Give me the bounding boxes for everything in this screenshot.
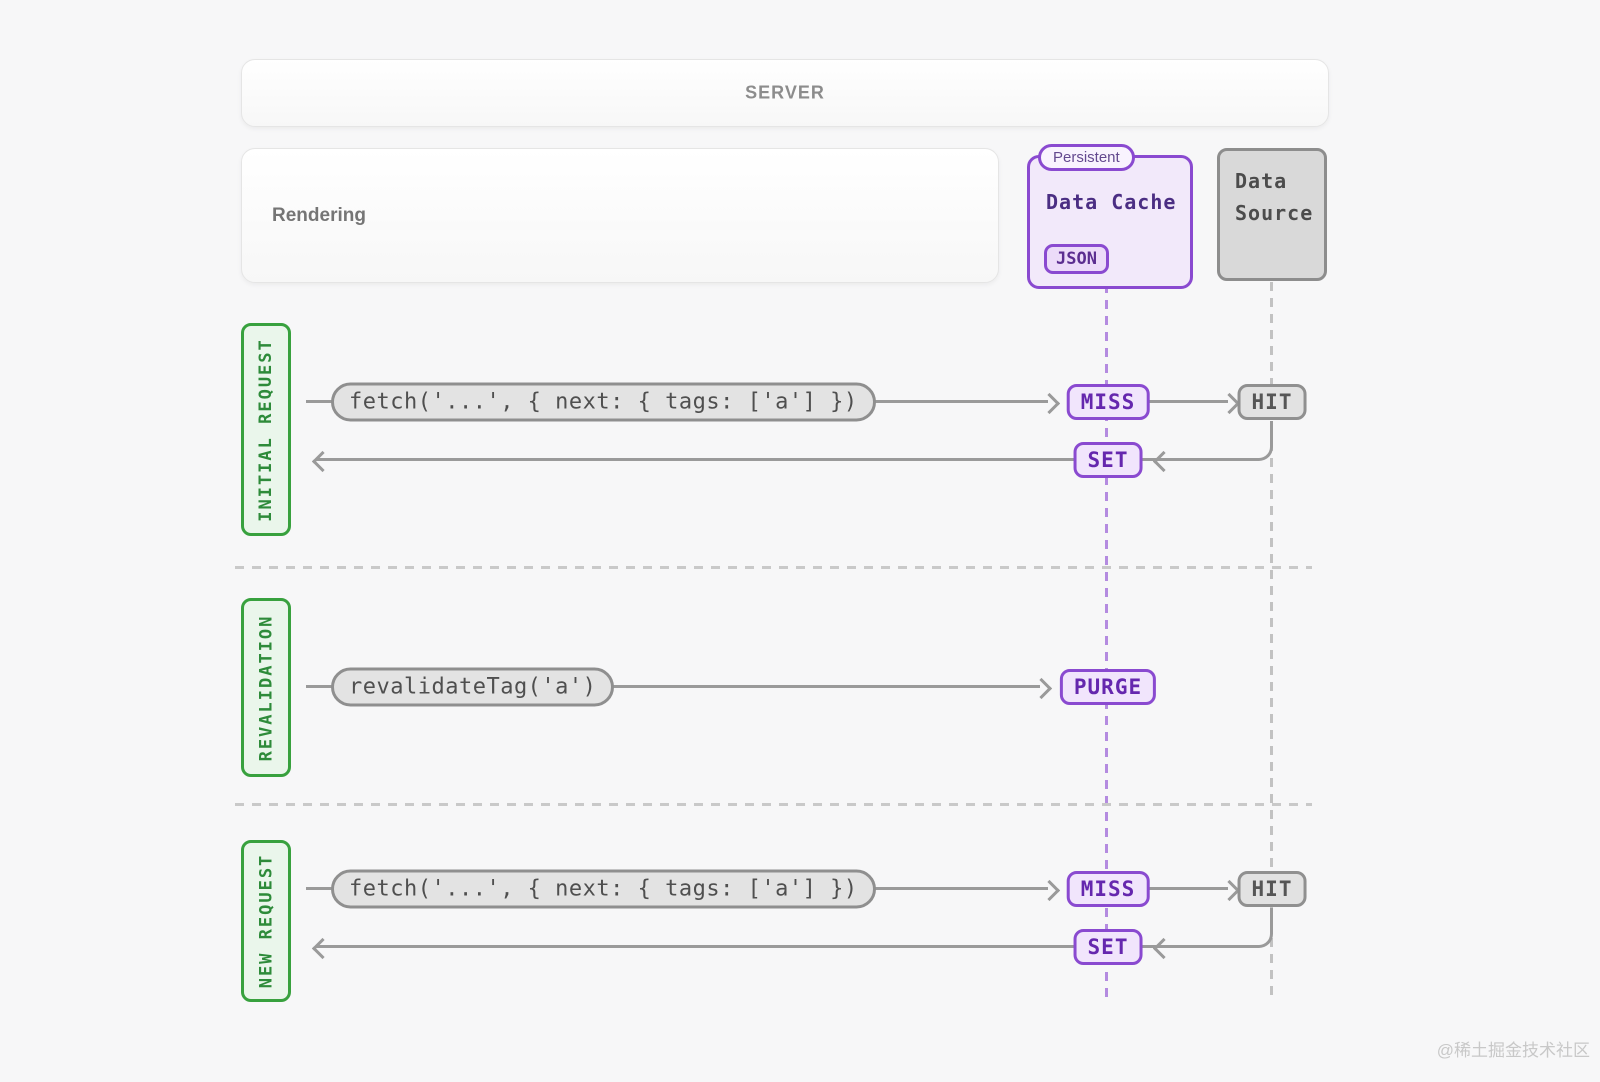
cache-set-badge: SET <box>1073 929 1143 965</box>
data-cache-lifeline <box>1105 284 1108 997</box>
data-source-box: Data Source <box>1217 148 1327 281</box>
server-panel-title: SERVER <box>745 82 825 103</box>
rendering-panel: Rendering <box>241 148 999 283</box>
watermark-text: @稀土掘金技术社区 <box>1436 1041 1590 1060</box>
lane-label-revalidation: REVALIDATION <box>241 598 291 777</box>
fetch-call-pill: fetch('...', { next: { tags: ['a'] }) <box>331 382 876 422</box>
data-cache-title: Data Cache <box>1046 190 1177 214</box>
source-hit-badge: HIT <box>1237 384 1307 420</box>
arrowhead-right-icon <box>1038 879 1061 902</box>
arrowhead-left-icon <box>311 937 334 960</box>
lane-label-text: INITIAL REQUEST <box>256 337 276 522</box>
cache-miss-badge: MISS <box>1066 384 1150 420</box>
data-source-lifeline <box>1270 282 1273 997</box>
lane-label-initial-request: INITIAL REQUEST <box>241 323 291 536</box>
section-separator <box>235 566 1312 569</box>
server-panel: SERVER <box>241 59 1329 127</box>
persistent-badge: Persistent <box>1038 144 1135 171</box>
arrowhead-right-icon <box>1030 677 1053 700</box>
lane-label-new-request: NEW REQUEST <box>241 840 291 1002</box>
arrowhead-right-icon <box>1038 392 1061 415</box>
request-arrow-line <box>306 685 1040 688</box>
cache-set-badge: SET <box>1073 442 1143 478</box>
return-curve-line <box>1158 421 1273 461</box>
arrowhead-left-icon <box>311 450 334 473</box>
data-cache-box: Data Cache JSON <box>1027 155 1193 289</box>
cache-miss-badge: MISS <box>1066 871 1150 907</box>
return-arrow-line <box>316 945 1160 948</box>
json-format-tag: JSON <box>1044 244 1109 274</box>
fetch-call-pill: fetch('...', { next: { tags: ['a'] }) <box>331 869 876 909</box>
data-source-title-line2: Source <box>1235 201 1314 225</box>
section-separator <box>235 803 1312 806</box>
return-arrow-line <box>316 458 1160 461</box>
cache-to-source-line <box>1148 400 1228 403</box>
rendering-panel-title: Rendering <box>272 204 366 226</box>
return-curve-line <box>1158 908 1273 948</box>
data-source-title-line1: Data <box>1235 169 1288 193</box>
source-hit-badge: HIT <box>1237 871 1307 907</box>
lane-label-text: REVALIDATION <box>256 614 277 761</box>
cache-to-source-line <box>1148 887 1228 890</box>
revalidate-call-pill: revalidateTag('a') <box>331 667 615 707</box>
cache-purge-badge: PURGE <box>1059 669 1157 705</box>
lane-label-text: NEW REQUEST <box>256 853 276 989</box>
